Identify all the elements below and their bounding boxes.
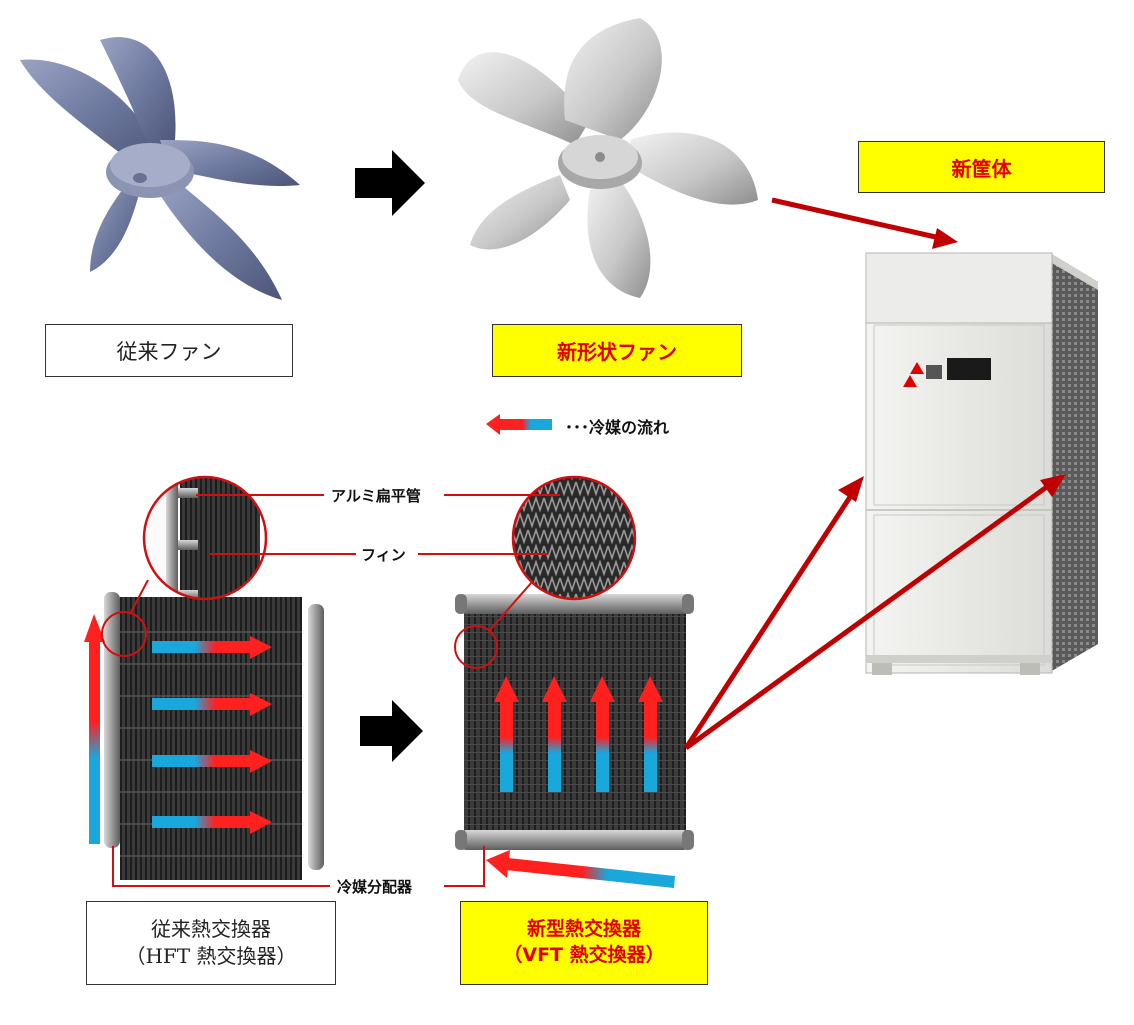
old-horizontal-flow-arrows (152, 636, 272, 834)
aluminum-tube-label: アルミ扁平管 (328, 485, 424, 506)
old-fan-icon (20, 37, 300, 300)
new-hex-line1: 新型熱交換器 (526, 918, 641, 941)
old-fan-label: 従来ファン (45, 324, 293, 377)
old-hex-line1: 従来熱交換器 (151, 917, 271, 941)
new-fan-icon (458, 18, 758, 298)
fin-label: フィン (358, 544, 409, 565)
new-heat-exchanger-label: 新型熱交換器 （VFT 熱交換器） (460, 901, 708, 985)
magnifier-circle-icon (101, 475, 268, 657)
magnifier-circle-icon (454, 475, 637, 669)
legend-flow-arrow (486, 414, 552, 435)
fan-to-unit-arrow (771, 197, 958, 249)
old-heat-exchanger-icon (104, 592, 324, 880)
hex-to-unit-arrows (683, 474, 1066, 751)
old-heat-exchanger-label: 従来熱交換器 （HFT 熱交換器） (86, 901, 336, 985)
new-casing-label: 新筐体 (858, 141, 1105, 193)
new-vertical-flow-arrows (494, 676, 663, 792)
old-hex-line2: （HFT 熱交換器） (125, 944, 297, 968)
legend-label: ･･･冷媒の流れ (562, 414, 673, 438)
black-right-arrow-icon (360, 700, 423, 762)
new-fan-label: 新形状ファン (492, 324, 742, 377)
new-inlet-flow-arrow (486, 850, 675, 888)
black-right-arrow-icon (355, 150, 425, 216)
old-vertical-flow-arrow (84, 614, 105, 844)
callout-lines (112, 494, 560, 887)
outdoor-unit-icon (865, 252, 1098, 675)
distributor-label: 冷媒分配器 (334, 876, 416, 897)
new-hex-line2: （VFT 熱交換器） (503, 944, 665, 966)
